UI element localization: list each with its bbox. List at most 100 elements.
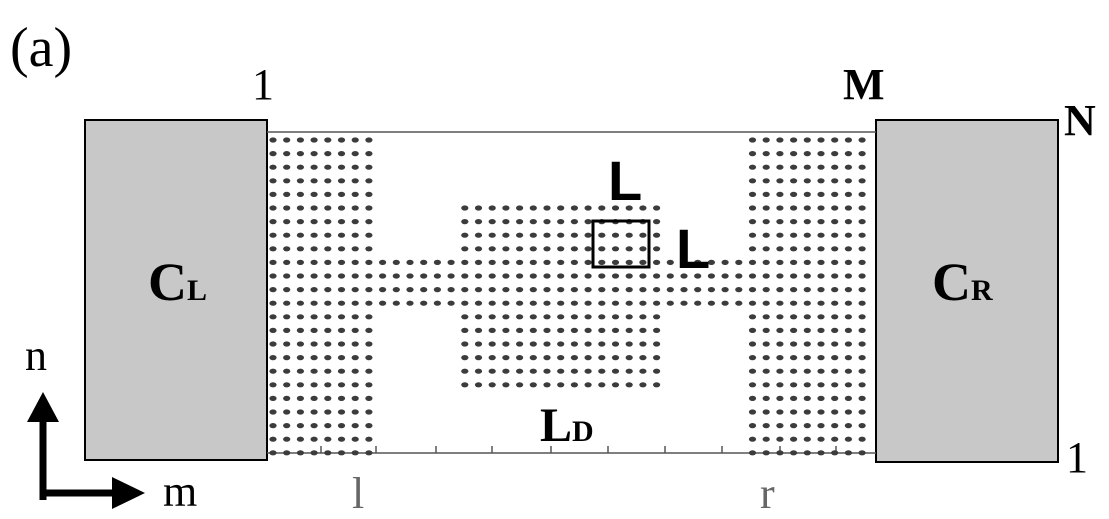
lattice-dot — [817, 341, 825, 347]
lattice-dot — [831, 137, 839, 143]
lattice-dot — [269, 368, 277, 374]
lattice-dot — [639, 246, 647, 252]
lattice-dot — [639, 368, 647, 374]
lattice-dot — [598, 232, 606, 238]
lattice-dot — [324, 314, 332, 320]
lattice-dot — [337, 436, 346, 442]
lattice-dot — [296, 287, 304, 293]
lattice-dot — [844, 314, 853, 320]
lattice-dot — [748, 395, 757, 401]
lattice-dot — [433, 287, 441, 293]
lattice-dot — [406, 300, 414, 306]
lattice-dot — [776, 436, 784, 442]
lattice-dot — [790, 368, 798, 374]
lattice-dot — [283, 178, 291, 184]
lattice-dot — [296, 436, 304, 442]
lattice-dot — [831, 368, 839, 374]
lattice-dot — [639, 341, 647, 347]
lattice-dot — [817, 355, 825, 361]
lattice-dot — [653, 259, 661, 265]
lattice-dot — [762, 436, 770, 442]
lattice-dot — [461, 205, 469, 211]
lattice-dot — [296, 219, 304, 225]
lattice-dot — [858, 151, 866, 157]
lattice-dot — [269, 246, 277, 252]
left-contact-block — [84, 119, 268, 461]
lattice-dot — [474, 382, 483, 388]
lattice-dot — [831, 355, 839, 361]
lattice-dot — [735, 300, 743, 306]
lattice-dot — [296, 409, 304, 415]
lattice-dot — [776, 423, 784, 429]
lattice-dot — [803, 205, 811, 211]
lattice-dot — [844, 164, 853, 170]
right-contact-label: CR — [932, 252, 993, 312]
lattice-dot — [817, 219, 825, 225]
lattice-dot — [310, 355, 318, 361]
lattice-dot — [351, 436, 359, 442]
lattice-dot — [790, 450, 798, 456]
lattice-dot — [748, 314, 757, 320]
lattice-dot — [557, 382, 565, 388]
lattice-dot — [310, 341, 318, 347]
lattice-dot — [803, 382, 811, 388]
lattice-dot — [817, 246, 825, 252]
lattice-dot — [831, 164, 839, 170]
lattice-dot — [529, 341, 537, 347]
lattice-dot — [516, 246, 524, 252]
lattice-dot — [502, 287, 510, 293]
lattice-dot — [529, 300, 537, 306]
lattice-dot — [790, 273, 798, 279]
lattice-dot — [625, 232, 633, 238]
lattice-dot — [858, 164, 866, 170]
lattice-dot — [625, 273, 633, 279]
lattice-dot — [570, 341, 579, 347]
lattice-dot — [488, 259, 496, 265]
lattice-dot — [653, 205, 661, 211]
lattice-dot — [296, 191, 304, 197]
lattice-dot — [653, 314, 661, 320]
lattice-dot — [625, 355, 633, 361]
lattice-dot — [790, 382, 798, 388]
lattice-dot — [461, 368, 469, 374]
lattice-dot — [639, 232, 647, 238]
lattice-dot — [844, 151, 853, 157]
lattice-dot — [283, 137, 291, 143]
lattice-dot — [283, 395, 291, 401]
panel-label: (a) — [10, 17, 72, 79]
lattice-dot — [516, 341, 524, 347]
lattice-dot — [694, 273, 702, 279]
axis-label-m: m — [163, 467, 197, 514]
lattice-dot — [351, 205, 359, 211]
lattice-dot — [461, 232, 469, 238]
lattice-dot — [598, 259, 606, 265]
lattice-dot — [447, 259, 455, 265]
lattice-dot — [406, 287, 414, 293]
lattice-dot — [337, 205, 346, 211]
lattice-dot — [790, 341, 798, 347]
lattice-dot — [748, 341, 757, 347]
lattice-dot — [269, 273, 277, 279]
lattice-dot — [748, 232, 757, 238]
lattice-dot — [817, 137, 825, 143]
lattice-dot — [351, 368, 359, 374]
lattice-dot — [598, 382, 606, 388]
lattice-dot — [502, 341, 510, 347]
lattice-dot — [803, 423, 811, 429]
lattice-dot — [762, 205, 770, 211]
lattice-dot — [447, 273, 455, 279]
lattice-dot — [625, 314, 633, 320]
lattice-dot — [639, 287, 647, 293]
lattice-dot — [598, 273, 606, 279]
lattice-dot — [502, 232, 510, 238]
lattice-dot — [310, 287, 318, 293]
lattice-dot — [516, 368, 524, 374]
lattice-dot — [324, 246, 332, 252]
lattice-dot — [762, 246, 770, 252]
lattice-dot — [283, 273, 291, 279]
lattice-dot — [310, 205, 318, 211]
lattice-dot — [762, 341, 770, 347]
lattice-dot — [831, 423, 839, 429]
lattice-dot — [721, 300, 729, 306]
lattice-dot — [762, 137, 770, 143]
